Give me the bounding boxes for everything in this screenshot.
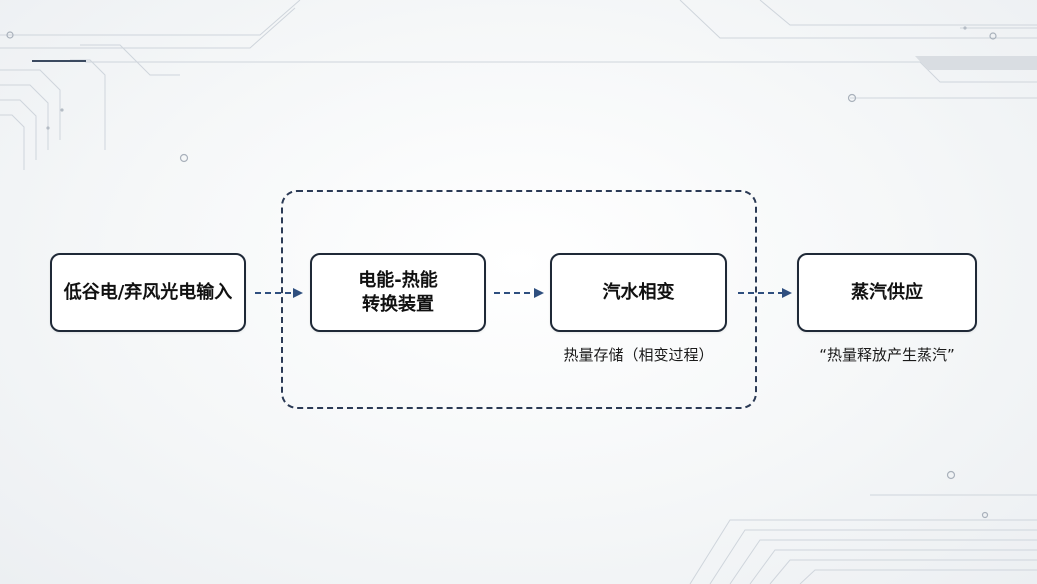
- caption-phase-change: 热量存储（相变过程）: [563, 346, 714, 364]
- node-power-input: 低谷电/弃风光电输入: [50, 253, 246, 332]
- node-converter: 电能-热能 转换装置: [310, 253, 486, 332]
- node-phase-change-label: 汽水相变: [602, 281, 675, 303]
- node-converter-label-line2: 转换装置: [361, 293, 434, 315]
- node-power-input-label: 低谷电/弃风光电输入: [63, 281, 233, 303]
- node-phase-change: 汽水相变: [550, 253, 727, 332]
- caption-steam-supply: “热量释放产生蒸汽”: [819, 346, 955, 364]
- node-converter-label: 电能-热能 转换装置: [358, 269, 437, 317]
- node-steam-supply: 蒸汽供应: [797, 253, 977, 332]
- storage-group-boundary: [281, 190, 757, 409]
- node-converter-label-line1: 电能-热能: [358, 269, 438, 291]
- node-steam-supply-label: 蒸汽供应: [851, 281, 923, 303]
